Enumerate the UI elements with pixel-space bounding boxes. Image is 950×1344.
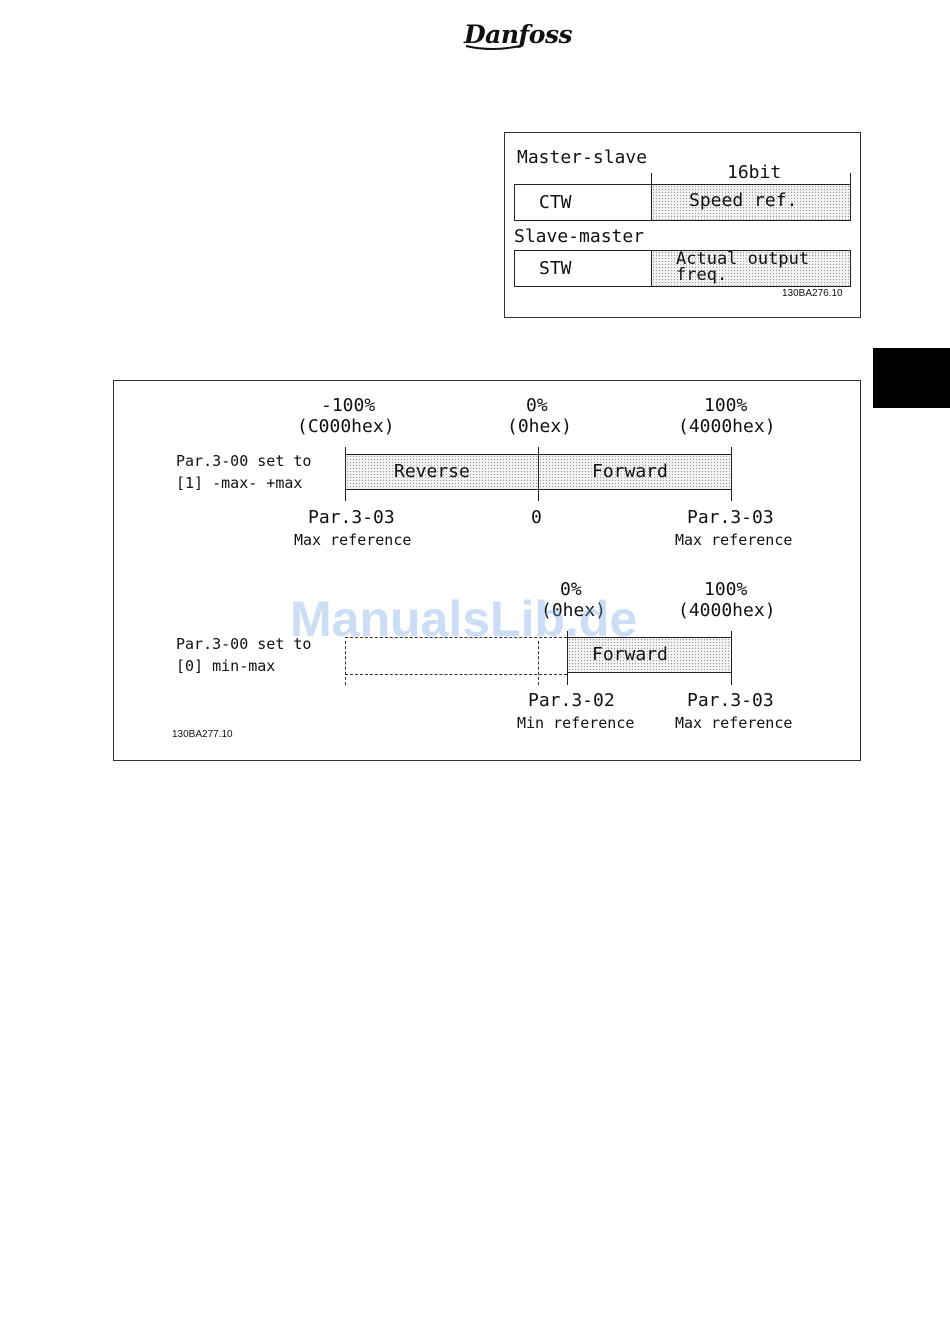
actual-output-label: Actual output xyxy=(676,249,810,269)
figure2-code: 130BA277.10 xyxy=(172,729,233,740)
reverse-label: Reverse xyxy=(394,461,470,482)
speed-ref-box: Speed ref. xyxy=(651,184,851,221)
logo-text: Danfoss xyxy=(464,20,573,49)
bottom-pos100-hex-label: (4000hex) xyxy=(678,600,776,621)
reverse-bar: Reverse xyxy=(345,454,539,490)
pos100-pct-label: 100% xyxy=(704,395,748,416)
unused-range-dashed xyxy=(345,637,567,675)
zero-pct-label: 0% xyxy=(526,395,548,416)
bottom-right-par: Par.3-03 xyxy=(687,690,774,711)
neg100-pct-label: -100% xyxy=(321,395,376,416)
figure-code: 130BA276.10 xyxy=(782,288,843,299)
top-forward-label: Forward xyxy=(592,461,668,482)
pos100-hex-label: (4000hex) xyxy=(678,416,776,437)
stw-box: STW xyxy=(514,250,652,287)
top-par-label-line1: Par.3-00 set to xyxy=(176,452,312,470)
top-left-par: Par.3-03 xyxy=(308,507,395,528)
watermark: ManualsLib.de xyxy=(290,591,638,647)
chapter-tab xyxy=(873,348,950,408)
bottom-forward-bar: Forward xyxy=(567,637,732,673)
slave-master-label: Slave-master xyxy=(514,226,645,247)
top-right-par: Par.3-03 xyxy=(687,507,774,528)
stw-label: STW xyxy=(539,258,572,279)
speed-ref-label: Speed ref. xyxy=(689,190,798,211)
logo-swoosh-icon xyxy=(465,45,521,50)
bottom-left-par: Par.3-02 xyxy=(528,690,615,711)
top-right-par-desc: Max reference xyxy=(675,531,793,549)
top-forward-bar: Forward xyxy=(538,454,732,490)
neg100-hex-label: (C000hex) xyxy=(297,416,395,437)
danfoss-logo: Danfoss xyxy=(462,16,573,52)
bits-label: 16bit xyxy=(727,162,782,183)
ctw-label: CTW xyxy=(539,192,572,213)
freq-label: freq. xyxy=(676,265,728,285)
bottom-center-dashed-tick xyxy=(538,641,539,685)
bottom-par-label-line1: Par.3-00 set to xyxy=(176,635,312,653)
bits-tick-left xyxy=(651,173,652,185)
figure-ctw-stw: Master-slave 16bit CTW Speed ref. Slave-… xyxy=(504,132,861,318)
bottom-left-par-desc: Min reference xyxy=(517,714,635,732)
bits-tick-right xyxy=(850,173,851,185)
actual-output-box: Actual output freq. xyxy=(651,250,851,287)
figure-reference-range: -100% (C000hex) 0% (0hex) 100% (4000hex)… xyxy=(113,380,861,761)
master-slave-label: Master-slave xyxy=(517,147,648,168)
bottom-zero-hex-label: (0hex) xyxy=(541,600,607,621)
top-center-value: 0 xyxy=(531,507,542,528)
bottom-pos100-pct-label: 100% xyxy=(704,579,748,600)
ctw-box: CTW xyxy=(514,184,652,221)
bottom-left-dashed-tick xyxy=(345,641,346,685)
bottom-forward-label: Forward xyxy=(592,644,668,665)
bottom-zero-pct-label: 0% xyxy=(560,579,582,600)
bottom-right-par-desc: Max reference xyxy=(675,714,793,732)
top-par-label-line2: [1] -max- +max xyxy=(176,474,303,492)
bottom-par-label-line2: [0] min-max xyxy=(176,657,276,675)
zero-hex-label: (0hex) xyxy=(507,416,573,437)
top-left-par-desc: Max reference xyxy=(294,531,412,549)
